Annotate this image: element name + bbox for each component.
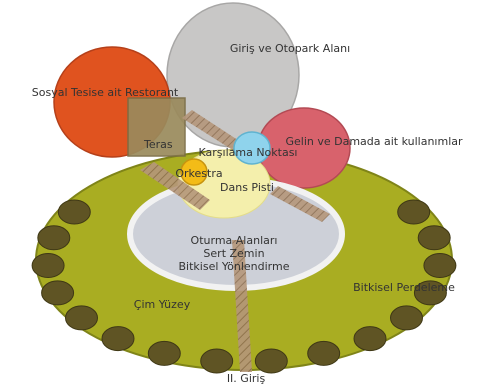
shrub-7 (307, 340, 341, 366)
shrub-11 (101, 326, 135, 352)
label-lawn: Çim Yüzey (134, 298, 191, 311)
terrace-area (127, 97, 186, 157)
shrub-15 (37, 225, 71, 251)
reception-point-area (233, 131, 271, 165)
orchestra-area (180, 158, 208, 186)
label-plant-screen: Bitkisel Perdeleme (353, 281, 455, 294)
shrub-8 (254, 348, 288, 374)
shrub-14 (31, 253, 65, 278)
label-dance-floor: Dans Pisti (220, 181, 274, 194)
path-terrace-to-lawn (140, 162, 210, 210)
shrub-6 (353, 326, 387, 352)
label-bride-groom: Gelin ve Damada ait kullanımlar (285, 135, 463, 148)
shrub-9 (200, 348, 234, 374)
label-seating-line1: Oturma Alanları (191, 234, 278, 247)
shrub-16 (57, 199, 91, 225)
path-network (140, 110, 330, 372)
label-second-entrance: II. Giriş (227, 372, 266, 385)
shrub-5 (390, 305, 423, 331)
shrub-ring (31, 199, 457, 374)
label-reception-point: Karşılama Noktası (199, 146, 298, 159)
label-terrace: Teras (143, 138, 173, 151)
path-south-entrance (232, 240, 252, 372)
label-orchestra: Orkestra (175, 167, 222, 180)
shrub-3 (423, 253, 457, 278)
path-terrace-to-reception (182, 110, 250, 156)
shrub-4 (413, 280, 447, 306)
label-seating-line2: Sert Zemin (203, 247, 264, 260)
label-restaurant: Sosyal Tesise ait Restorant (32, 86, 179, 99)
shrub-1 (397, 199, 431, 225)
shrub-12 (65, 305, 98, 331)
shrub-10 (147, 340, 181, 366)
label-entrance-parking: Giriş ve Otopark Alanı (230, 42, 350, 55)
shrub-13 (41, 280, 75, 306)
path-to-bride-groom (270, 186, 330, 222)
shrub-2 (417, 225, 451, 251)
label-seating-line3: Bitkisel Yönlendirme (179, 260, 290, 273)
